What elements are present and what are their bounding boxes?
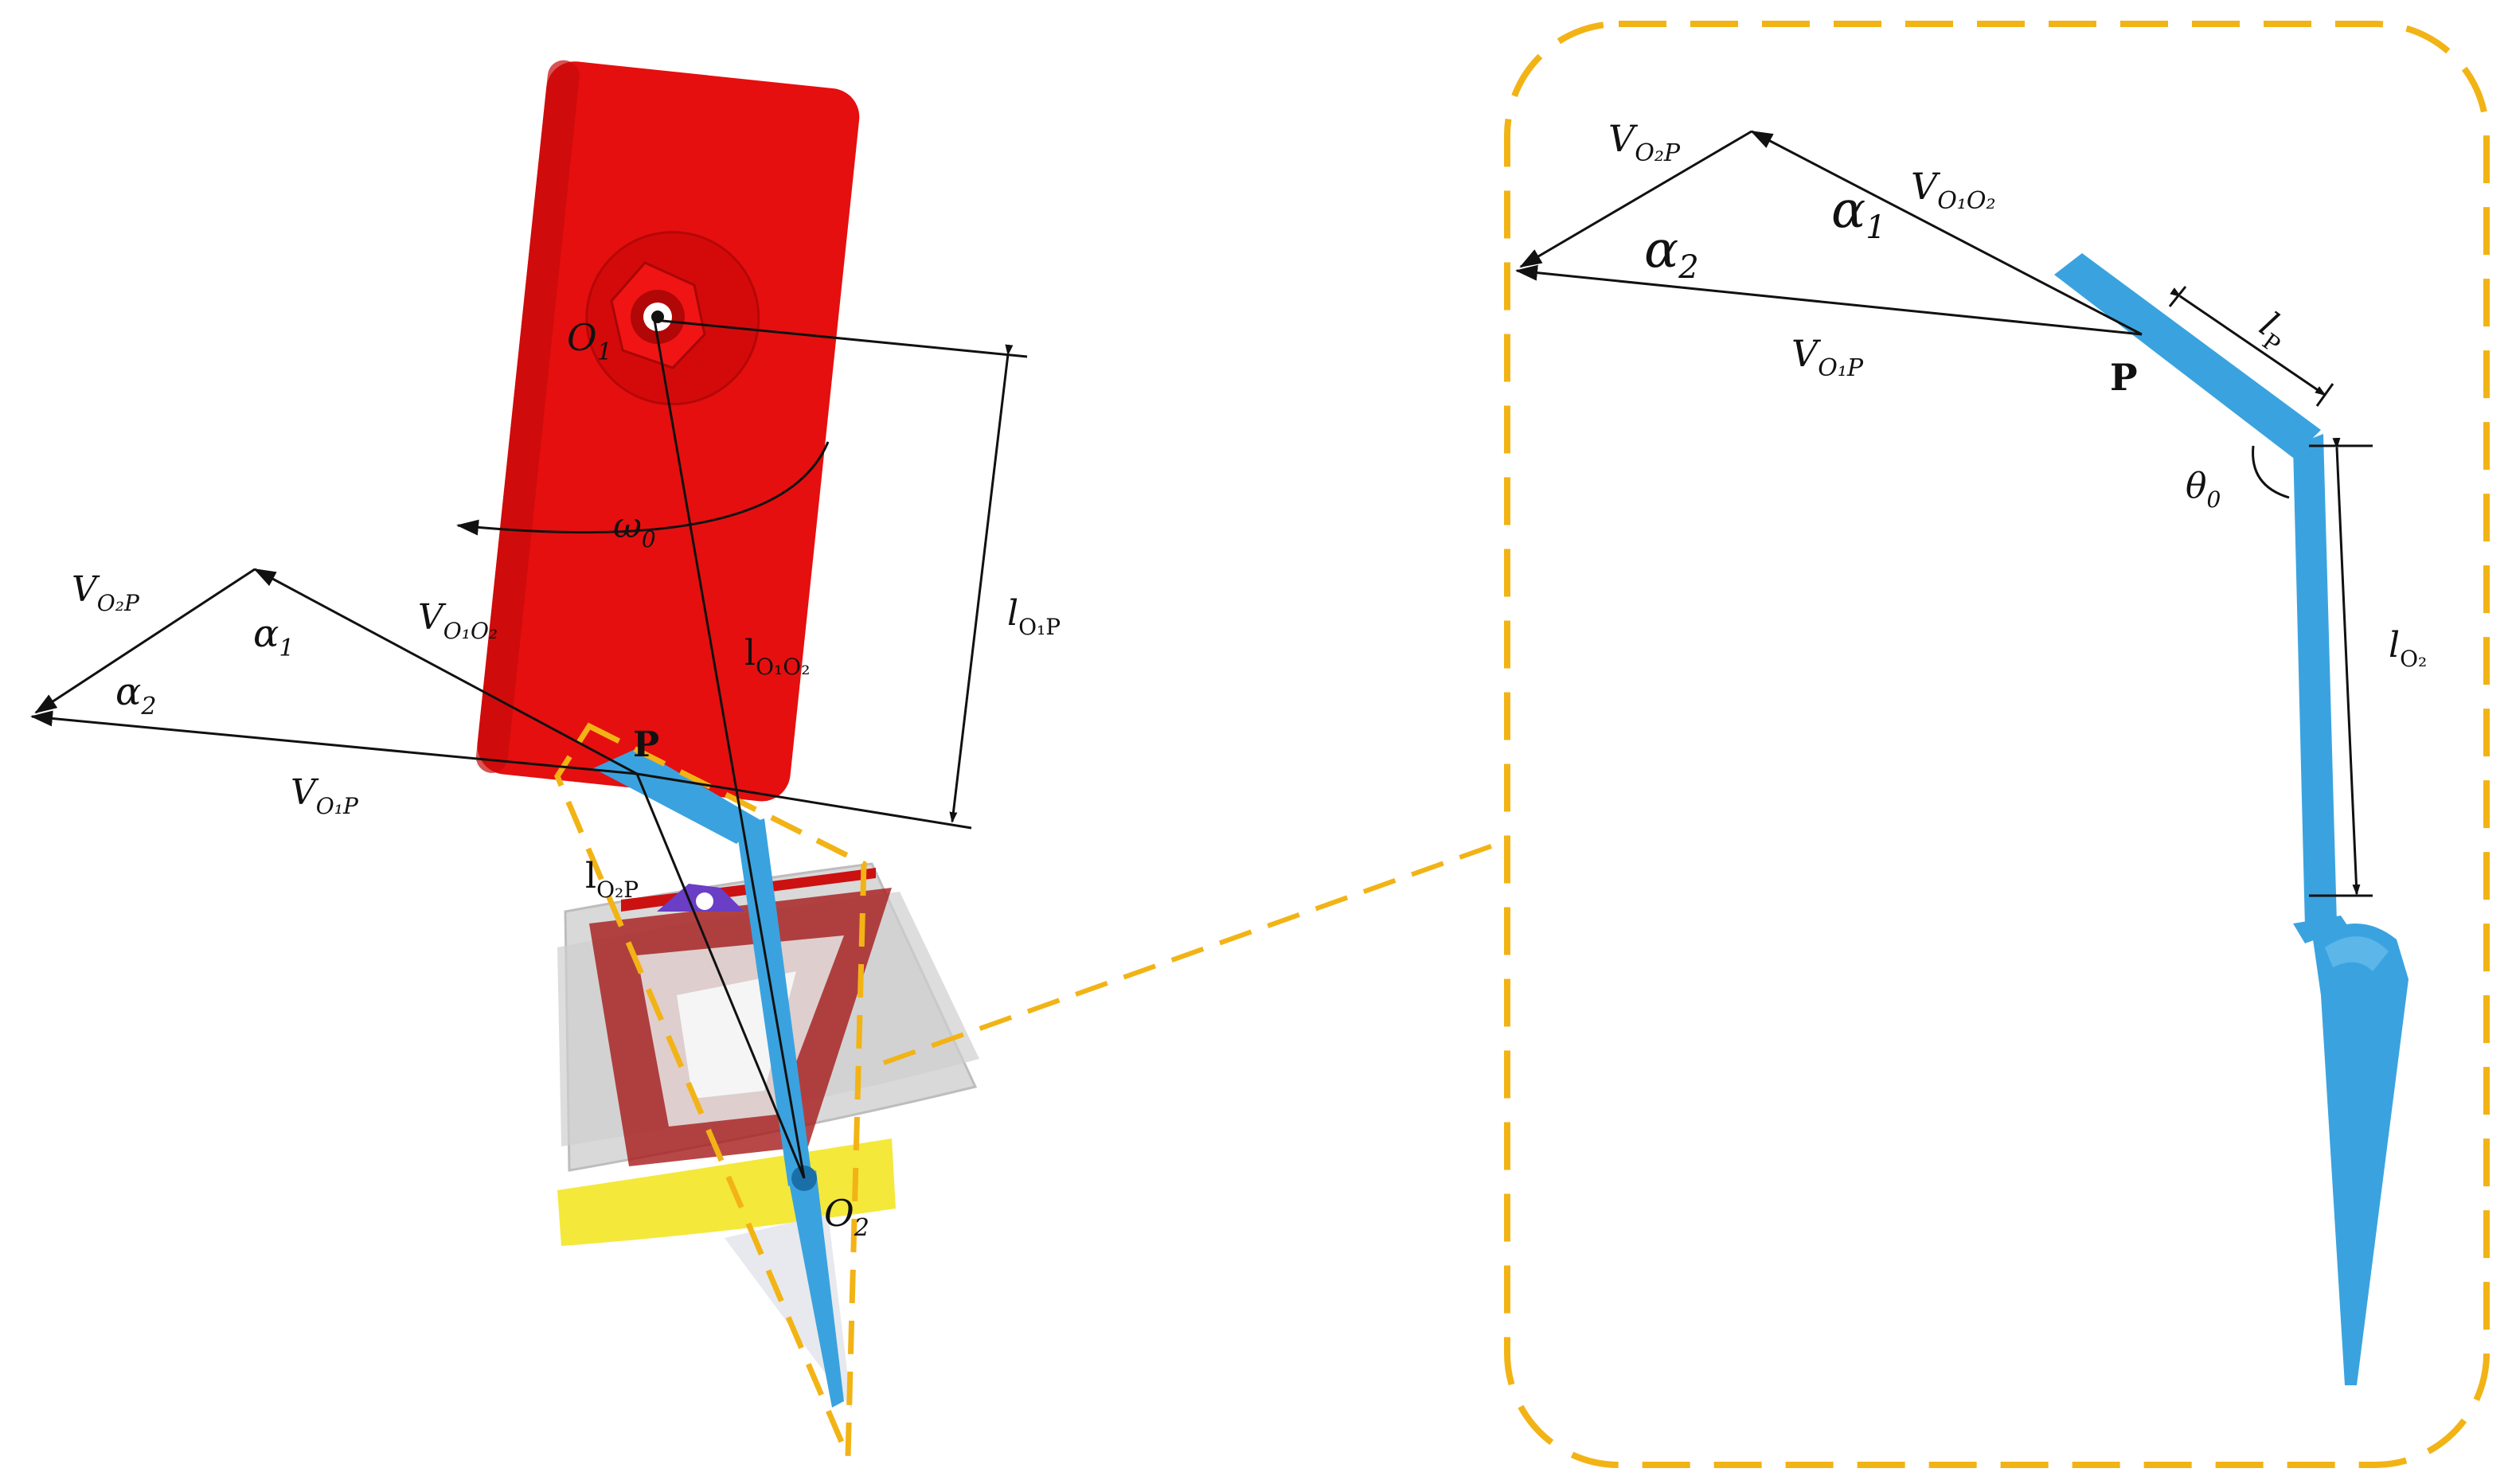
- label-alpha2-right: α2: [1644, 221, 1699, 286]
- zoom-box: [1504, 21, 2490, 1468]
- left-geometry: [30, 318, 1028, 1179]
- label-lO2P: lO₂P: [585, 856, 639, 903]
- label-VO1O2-right: VO₁O₂: [1911, 165, 1995, 215]
- label-alpha1-left: α1: [253, 611, 295, 662]
- red-plate: [475, 60, 860, 802]
- hex-nut: [610, 261, 706, 369]
- label-P-right: P: [2110, 356, 2138, 399]
- label-VO1O2-left: VO₁O₂: [418, 597, 498, 644]
- label-VO1P-right: VO₁P: [1791, 332, 1864, 382]
- label-lO1O2: lO₁O₂: [744, 633, 810, 680]
- label-VO1P-left: VO₁P: [291, 772, 359, 819]
- left-assembly: [475, 60, 979, 1409]
- label-P-left: P: [633, 724, 659, 765]
- label-VO2P-left: VO₂P: [72, 569, 140, 616]
- right-blade: [2054, 253, 2408, 1385]
- label-omega0: ω0: [613, 506, 656, 553]
- label-alpha2-left: α2: [115, 670, 157, 721]
- label-theta0: θ0: [2186, 466, 2221, 513]
- left-dashed-frame: [554, 722, 867, 1459]
- label-O1: O1: [567, 316, 612, 366]
- right-geometry: [1515, 130, 2373, 897]
- label-lO1P: lO₁P: [1007, 593, 1061, 640]
- label-VO2P-right: VO₂P: [1608, 117, 1681, 167]
- label-lP: lP: [2248, 305, 2297, 358]
- zoom-connector: [882, 838, 1510, 1065]
- label-lO2: lO₂: [2389, 625, 2427, 672]
- right-labels: P VO₂P VO₁O₂ VO₁P α1 α2 lP θ0 lO₂: [1608, 117, 2427, 672]
- left-labels: O1 O2 P ω0 lO₁P lO₁O₂ lO₂P VO₂P VO₁O₂ VO…: [72, 316, 1061, 1242]
- label-alpha1-right: α1: [1831, 181, 1886, 246]
- label-O2: O2: [824, 1192, 869, 1242]
